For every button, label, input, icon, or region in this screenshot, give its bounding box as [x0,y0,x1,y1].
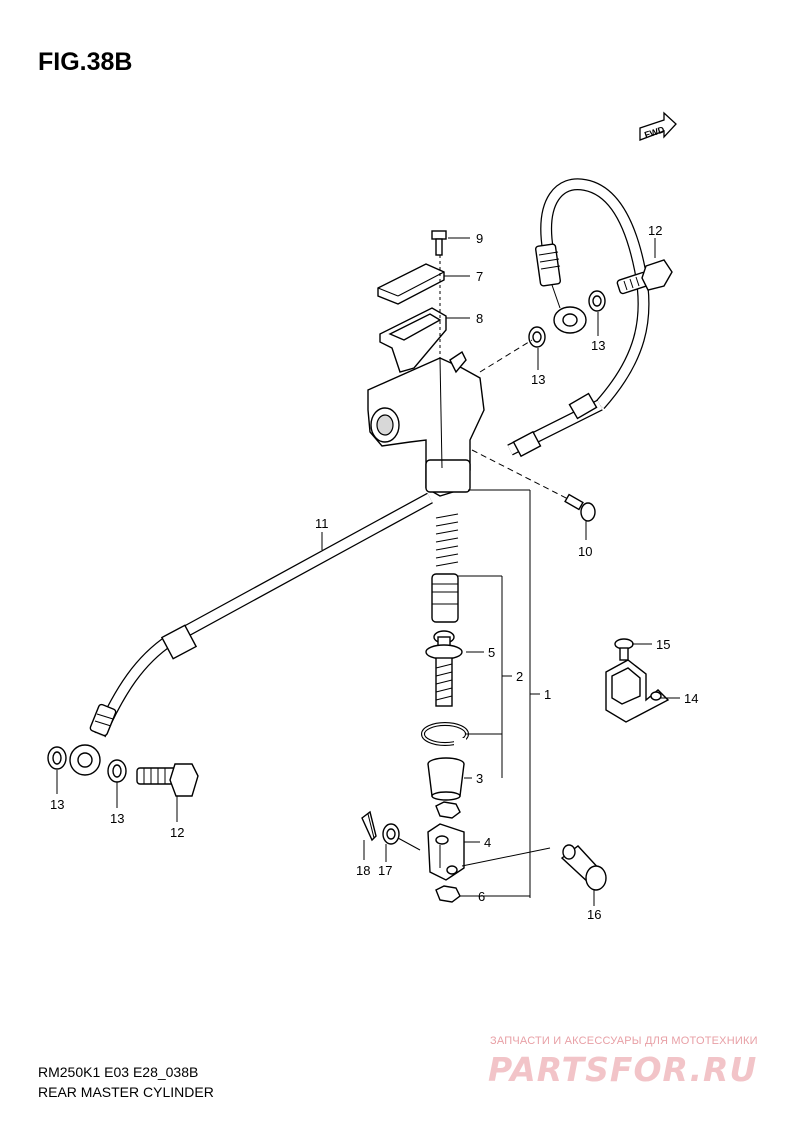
circlip [421,722,469,748]
callout-6: 6 [478,889,485,904]
bolt-10 [564,493,596,522]
boot-3 [427,757,465,801]
washer-13-upper-right [588,290,606,312]
callout-13-upper-right: 13 [591,338,605,353]
callout-16: 16 [587,907,601,922]
callout-18: 18 [356,863,370,878]
callout-11: 11 [315,516,329,531]
washer-17 [382,823,400,845]
callout-15: 15 [656,637,670,652]
clevis-4 [427,823,465,881]
callout-9: 9 [476,231,483,246]
callout-3: 3 [476,771,483,786]
callout-1: 1 [544,687,551,702]
callout-14: 14 [684,691,698,706]
cap-screw-9 [431,230,447,256]
callout-7: 7 [476,269,483,284]
lower-brake-hose-11 [69,492,433,776]
washer-13-upper-left [528,326,546,348]
callout-10: 10 [578,544,592,559]
callout-2: 2 [516,669,523,684]
reservoir-cap-7 [377,263,445,305]
push-rod-5 [425,630,463,707]
union-bolt-12-upper [616,259,673,295]
washer-axis [479,339,533,373]
callout-8: 8 [476,311,483,326]
cotter-pin-18 [361,810,377,842]
callout-12-lower: 12 [170,825,184,840]
callout-5: 5 [488,645,495,660]
figure-title: FIG.38B [38,48,133,76]
return-spring [434,513,459,574]
callout-13-lower-left: 13 [50,797,64,812]
pin-axis [461,847,551,867]
washer-13-lower-left [47,746,67,770]
callout-13-upper-left: 13 [531,372,545,387]
master-cylinder-body [367,350,485,497]
nut-upper [435,801,461,819]
washer-13-lower-right [107,759,127,783]
bracket-14 [605,659,670,723]
union-bolt-12-lower [136,763,199,797]
upper-brake-hose [507,178,650,458]
bolt10-axis [471,449,571,501]
watermark-brand: PARTSFOR.RU [488,1050,758,1089]
nut-6 [435,885,461,903]
callout-12-upper: 12 [648,223,662,238]
washer17-axis [397,837,421,851]
diaphragm-8 [379,307,447,373]
watermark-tagline: ЗАПЧАСТИ И АКСЕССУАРЫ ДЛЯ МОТОТЕХНИКИ [490,1035,758,1047]
model-code: RM250K1 E03 E28_038B [38,1064,199,1080]
callout-17: 17 [378,863,392,878]
forward-arrow-icon: FWD [639,111,677,141]
clevis-pin-16 [560,844,607,891]
piston [431,573,459,623]
figure-name: REAR MASTER CYLINDER [38,1084,214,1100]
screw-15 [614,638,634,661]
callout-13-lower-right: 13 [110,811,124,826]
callout-4: 4 [484,835,491,850]
